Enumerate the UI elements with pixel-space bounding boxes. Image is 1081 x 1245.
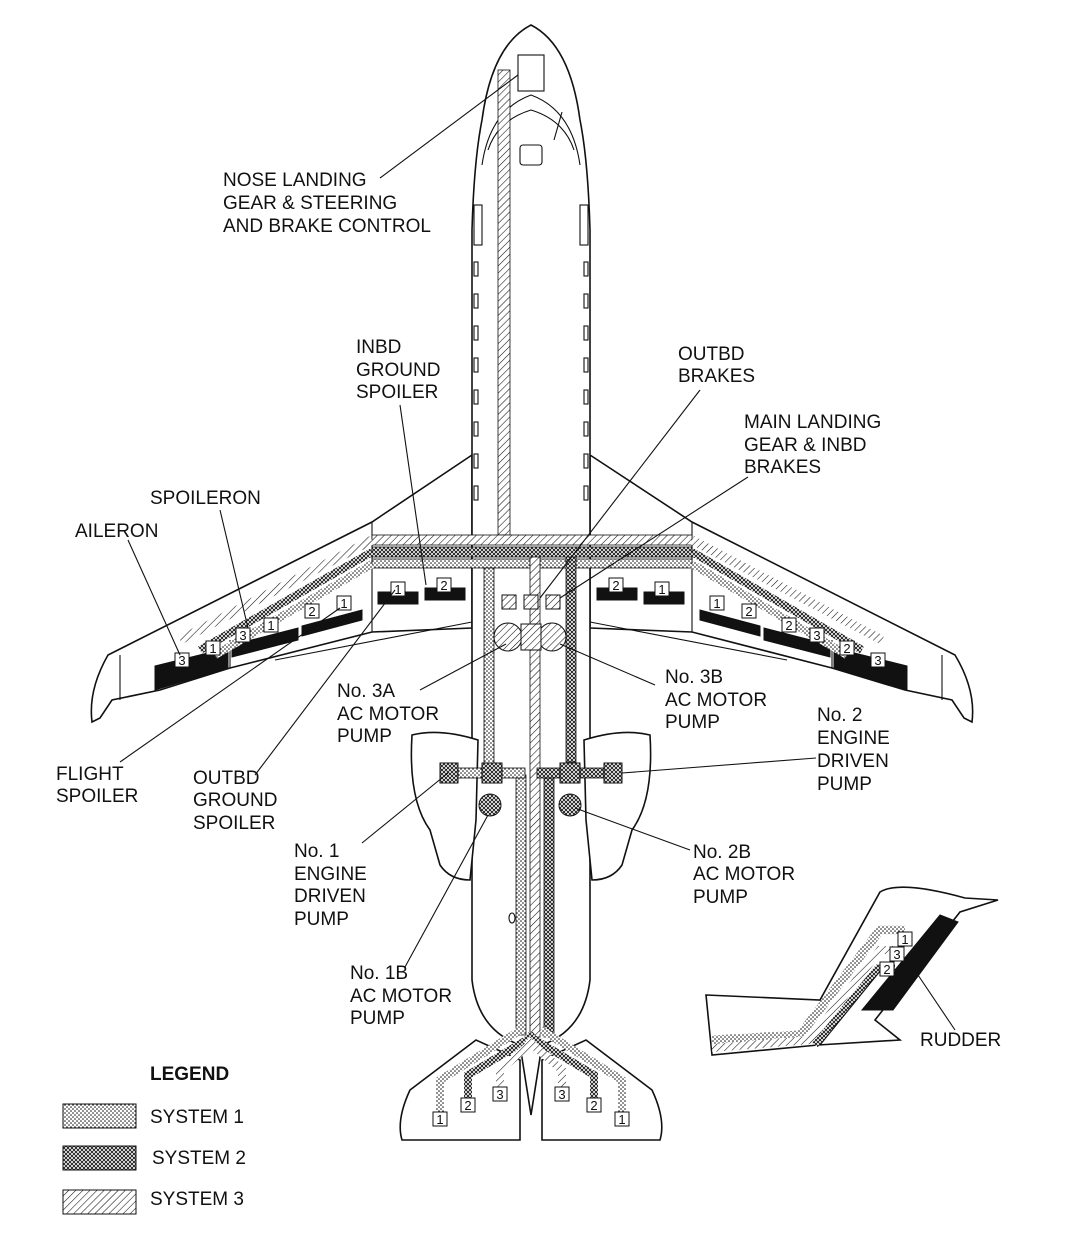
label-inbd-ground-spoiler: INBD GROUND SPOILER (356, 337, 446, 403)
svg-text:2: 2 (883, 962, 890, 977)
left-engine-nacelle (410, 731, 479, 881)
svg-text:3: 3 (874, 653, 881, 668)
control-surfaces (154, 587, 908, 691)
legend-swatch-system-2 (62, 1145, 137, 1171)
pump-1b (478, 793, 502, 817)
pump-3b (537, 622, 567, 652)
pumps (439, 594, 623, 817)
svg-text:1: 1 (340, 596, 347, 611)
svg-text:3: 3 (496, 1087, 503, 1102)
svg-text:3: 3 (239, 628, 246, 643)
legend-label-system-1: SYSTEM 1 (150, 1107, 244, 1128)
label-no3b-pump: No. 3B AC MOTOR PUMP (665, 667, 772, 733)
left-stab-tags: 1 2 3 (432, 1086, 508, 1127)
leader-lines (119, 74, 956, 1031)
pump-2-edp (603, 762, 623, 784)
label-flight-spoiler: FLIGHT SPOILER (56, 764, 138, 807)
svg-text:2: 2 (590, 1098, 597, 1113)
hydraulic-lines (177, 69, 885, 1115)
svg-text:2: 2 (745, 604, 752, 619)
system-tags: 3 1 3 1 2 1 1 2 2 1 1 2 2 3 2 3 1 2 3 3 … (174, 577, 913, 1127)
pump-2b (558, 793, 582, 817)
svg-text:1: 1 (436, 1112, 443, 1127)
legend-label-system-2: SYSTEM 2 (152, 1148, 246, 1169)
right-engine-nacelle (583, 731, 652, 881)
right-aileron (833, 647, 908, 691)
right-stab-tags: 3 2 1 (554, 1086, 630, 1127)
label-aileron: AILERON (75, 521, 158, 542)
legend-swatch-system-3 (62, 1189, 137, 1215)
svg-text:2: 2 (440, 578, 447, 593)
svg-text:2: 2 (843, 641, 850, 656)
label-no2b-pump: No. 2B AC MOTOR PUMP (693, 842, 800, 908)
svg-text:1: 1 (267, 618, 274, 633)
legend: LEGEND SYSTEM 1 SYSTEM 2 SYSTEM 3 (62, 1064, 246, 1215)
svg-text:1: 1 (901, 932, 908, 947)
label-no1b-pump: No. 1B AC MOTOR PUMP (350, 963, 457, 1029)
label-outbd-ground-spoiler: OUTBD GROUND SPOILER (193, 768, 283, 834)
label-outbd-brakes: OUTBD BRAKES (678, 344, 755, 387)
svg-text:3: 3 (893, 947, 900, 962)
svg-text:1: 1 (658, 582, 665, 597)
label-spoileron: SPOILERON (150, 488, 261, 509)
rudder-surface (860, 914, 959, 1011)
legend-label-system-3: SYSTEM 3 (150, 1189, 244, 1210)
labels: NOSE LANDING GEAR & STEERING AND BRAKE C… (56, 170, 1001, 1051)
pump-3a (493, 622, 523, 652)
label-no3a-pump: No. 3A AC MOTOR PUMP (337, 681, 444, 747)
legend-title: LEGEND (150, 1064, 229, 1085)
legend-swatch-system-1 (62, 1103, 137, 1129)
label-main-landing-gear: MAIN LANDING GEAR & INBD BRAKES (744, 412, 887, 478)
left-aileron (154, 647, 229, 691)
svg-text:3: 3 (178, 653, 185, 668)
label-no1-engine-driven-pump: No. 1 ENGINE DRIVEN PUMP (294, 841, 372, 930)
tail-inset (705, 886, 999, 1056)
svg-text:1: 1 (618, 1112, 625, 1127)
label-nose-landing-gear: NOSE LANDING GEAR & STEERING AND BRAKE C… (223, 170, 431, 237)
left-wing-tags: 3 1 3 1 2 1 1 2 (174, 577, 452, 668)
svg-text:1: 1 (394, 582, 401, 597)
svg-text:1: 1 (209, 641, 216, 656)
right-wing-tags: 2 1 1 2 2 3 2 3 (608, 577, 886, 668)
svg-text:2: 2 (464, 1098, 471, 1113)
svg-text:3: 3 (813, 628, 820, 643)
label-rudder: RUDDER (920, 1030, 1001, 1051)
svg-text:1: 1 (713, 596, 720, 611)
svg-text:3: 3 (558, 1087, 565, 1102)
svg-text:2: 2 (785, 618, 792, 633)
pump-1-edp (439, 762, 459, 784)
rudder-tags: 1 3 2 (879, 931, 913, 977)
svg-text:2: 2 (308, 604, 315, 619)
svg-text:2: 2 (612, 578, 619, 593)
label-no2-engine-driven-pump: No. 2 ENGINE DRIVEN PUMP (817, 705, 895, 795)
